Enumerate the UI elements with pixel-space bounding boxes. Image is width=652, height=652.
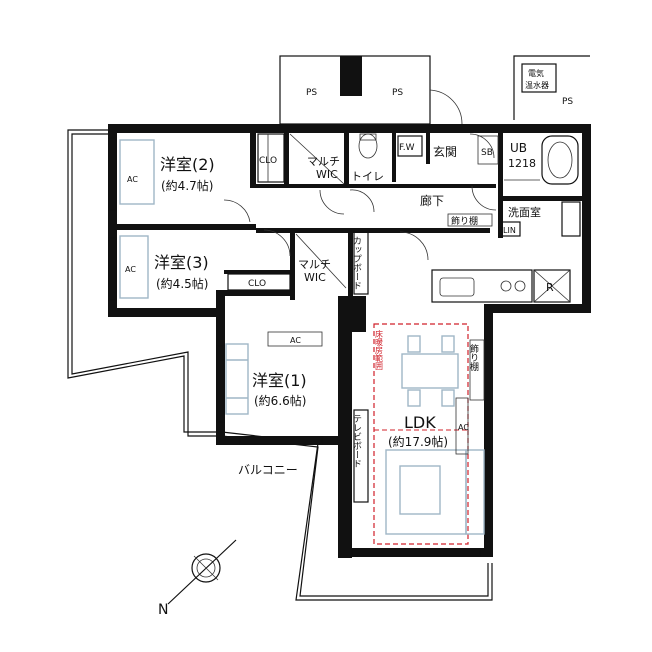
ac-label-3: AC bbox=[290, 336, 301, 345]
shelf-vertical-label: 飾り棚 bbox=[468, 343, 479, 372]
lin-label: LIN bbox=[503, 226, 516, 235]
entrance: 玄関 SB bbox=[433, 135, 499, 165]
toilet-label: トイレ bbox=[351, 170, 384, 183]
ac-label-2: AC bbox=[125, 265, 136, 274]
floor-heating-label: 床暖房範囲 bbox=[375, 329, 384, 371]
water-heater-label-2: 温水器 bbox=[525, 80, 549, 90]
western1-size: (約6.6帖) bbox=[254, 393, 306, 408]
compass: N bbox=[158, 539, 237, 618]
western2-size: (約4.7帖) bbox=[161, 178, 213, 193]
ac-label-4: AC bbox=[458, 423, 469, 432]
closets: CLO CLO bbox=[227, 133, 291, 291]
western3-name: 洋室(3) bbox=[154, 253, 209, 272]
tv-board: テレビボード bbox=[351, 409, 369, 503]
western3-size: (約4.5帖) bbox=[156, 276, 208, 291]
corridor-label: 廊下 bbox=[420, 193, 444, 208]
ac-label-1: AC bbox=[127, 175, 138, 184]
doors bbox=[223, 89, 497, 261]
ub-size-label: 1218 bbox=[508, 157, 536, 170]
pipe-shafts: PS PS 電気 温水器 PS bbox=[279, 55, 590, 125]
multi-wic-2-a: マルチ bbox=[298, 258, 331, 271]
fw-unit: F.W bbox=[397, 135, 423, 157]
ldk-size: (約17.9帖) bbox=[388, 434, 448, 449]
ldk-name: LDK bbox=[404, 413, 436, 432]
tv-board-label: テレビボード bbox=[351, 414, 362, 468]
western-room-3: AC 洋室(3) (約4.5帖) bbox=[119, 235, 209, 299]
multi-wic-1-b: WIC bbox=[316, 168, 338, 181]
exterior-walls bbox=[108, 124, 591, 558]
ps-label-1: PS bbox=[306, 88, 317, 98]
multi-wic-1: マルチ WIC bbox=[289, 133, 345, 185]
water-heater bbox=[521, 63, 557, 93]
floor-heating-area bbox=[373, 323, 469, 545]
cupboard: カップボード bbox=[351, 231, 369, 295]
washroom-label: 洗面室 bbox=[508, 205, 541, 219]
multi-wic-2-b: WIC bbox=[304, 271, 326, 284]
fw-label: F.W bbox=[399, 143, 415, 153]
western-room-2: AC 洋室(2) (約4.7帖) bbox=[119, 139, 215, 205]
ub-label: UB bbox=[510, 141, 527, 155]
western-room-1: AC 洋室(1) (約6.6帖) bbox=[225, 331, 323, 415]
compass-north-label: N bbox=[158, 602, 168, 618]
water-heater-label-1: 電気 bbox=[528, 68, 544, 78]
ps-label-3: PS bbox=[562, 97, 573, 107]
balcony-label: バルコニー bbox=[238, 463, 298, 477]
clo-label-1: CLO bbox=[259, 156, 277, 166]
ps-label-2: PS bbox=[392, 88, 403, 98]
unit-bath: UB 1218 bbox=[504, 135, 579, 185]
windows bbox=[108, 137, 481, 557]
balcony: バルコニー bbox=[67, 129, 493, 601]
clo-label-2: CLO bbox=[248, 279, 266, 289]
interior-walls bbox=[108, 130, 582, 300]
corridor: 廊下 飾り棚 bbox=[420, 193, 493, 227]
western1-name: 洋室(1) bbox=[252, 371, 307, 390]
kitchen: R bbox=[431, 269, 571, 303]
entrance-label: 玄関 bbox=[433, 144, 457, 159]
washroom: 洗面室 LIN bbox=[501, 201, 581, 237]
western2-name: 洋室(2) bbox=[160, 155, 215, 174]
shelf-label: 飾り棚 bbox=[451, 215, 478, 227]
toilet-room: トイレ bbox=[351, 133, 384, 183]
cupboard-label: カップボード bbox=[351, 236, 362, 290]
sb-label: SB bbox=[481, 148, 493, 158]
multi-wic-2: マルチ WIC bbox=[295, 233, 347, 289]
refrigerator-label: R bbox=[546, 281, 554, 294]
ldk: 床暖房範囲 AC LDK (約17.9帖) 飾り棚 bbox=[373, 323, 485, 545]
multi-wic-1-a: マルチ bbox=[307, 155, 340, 168]
